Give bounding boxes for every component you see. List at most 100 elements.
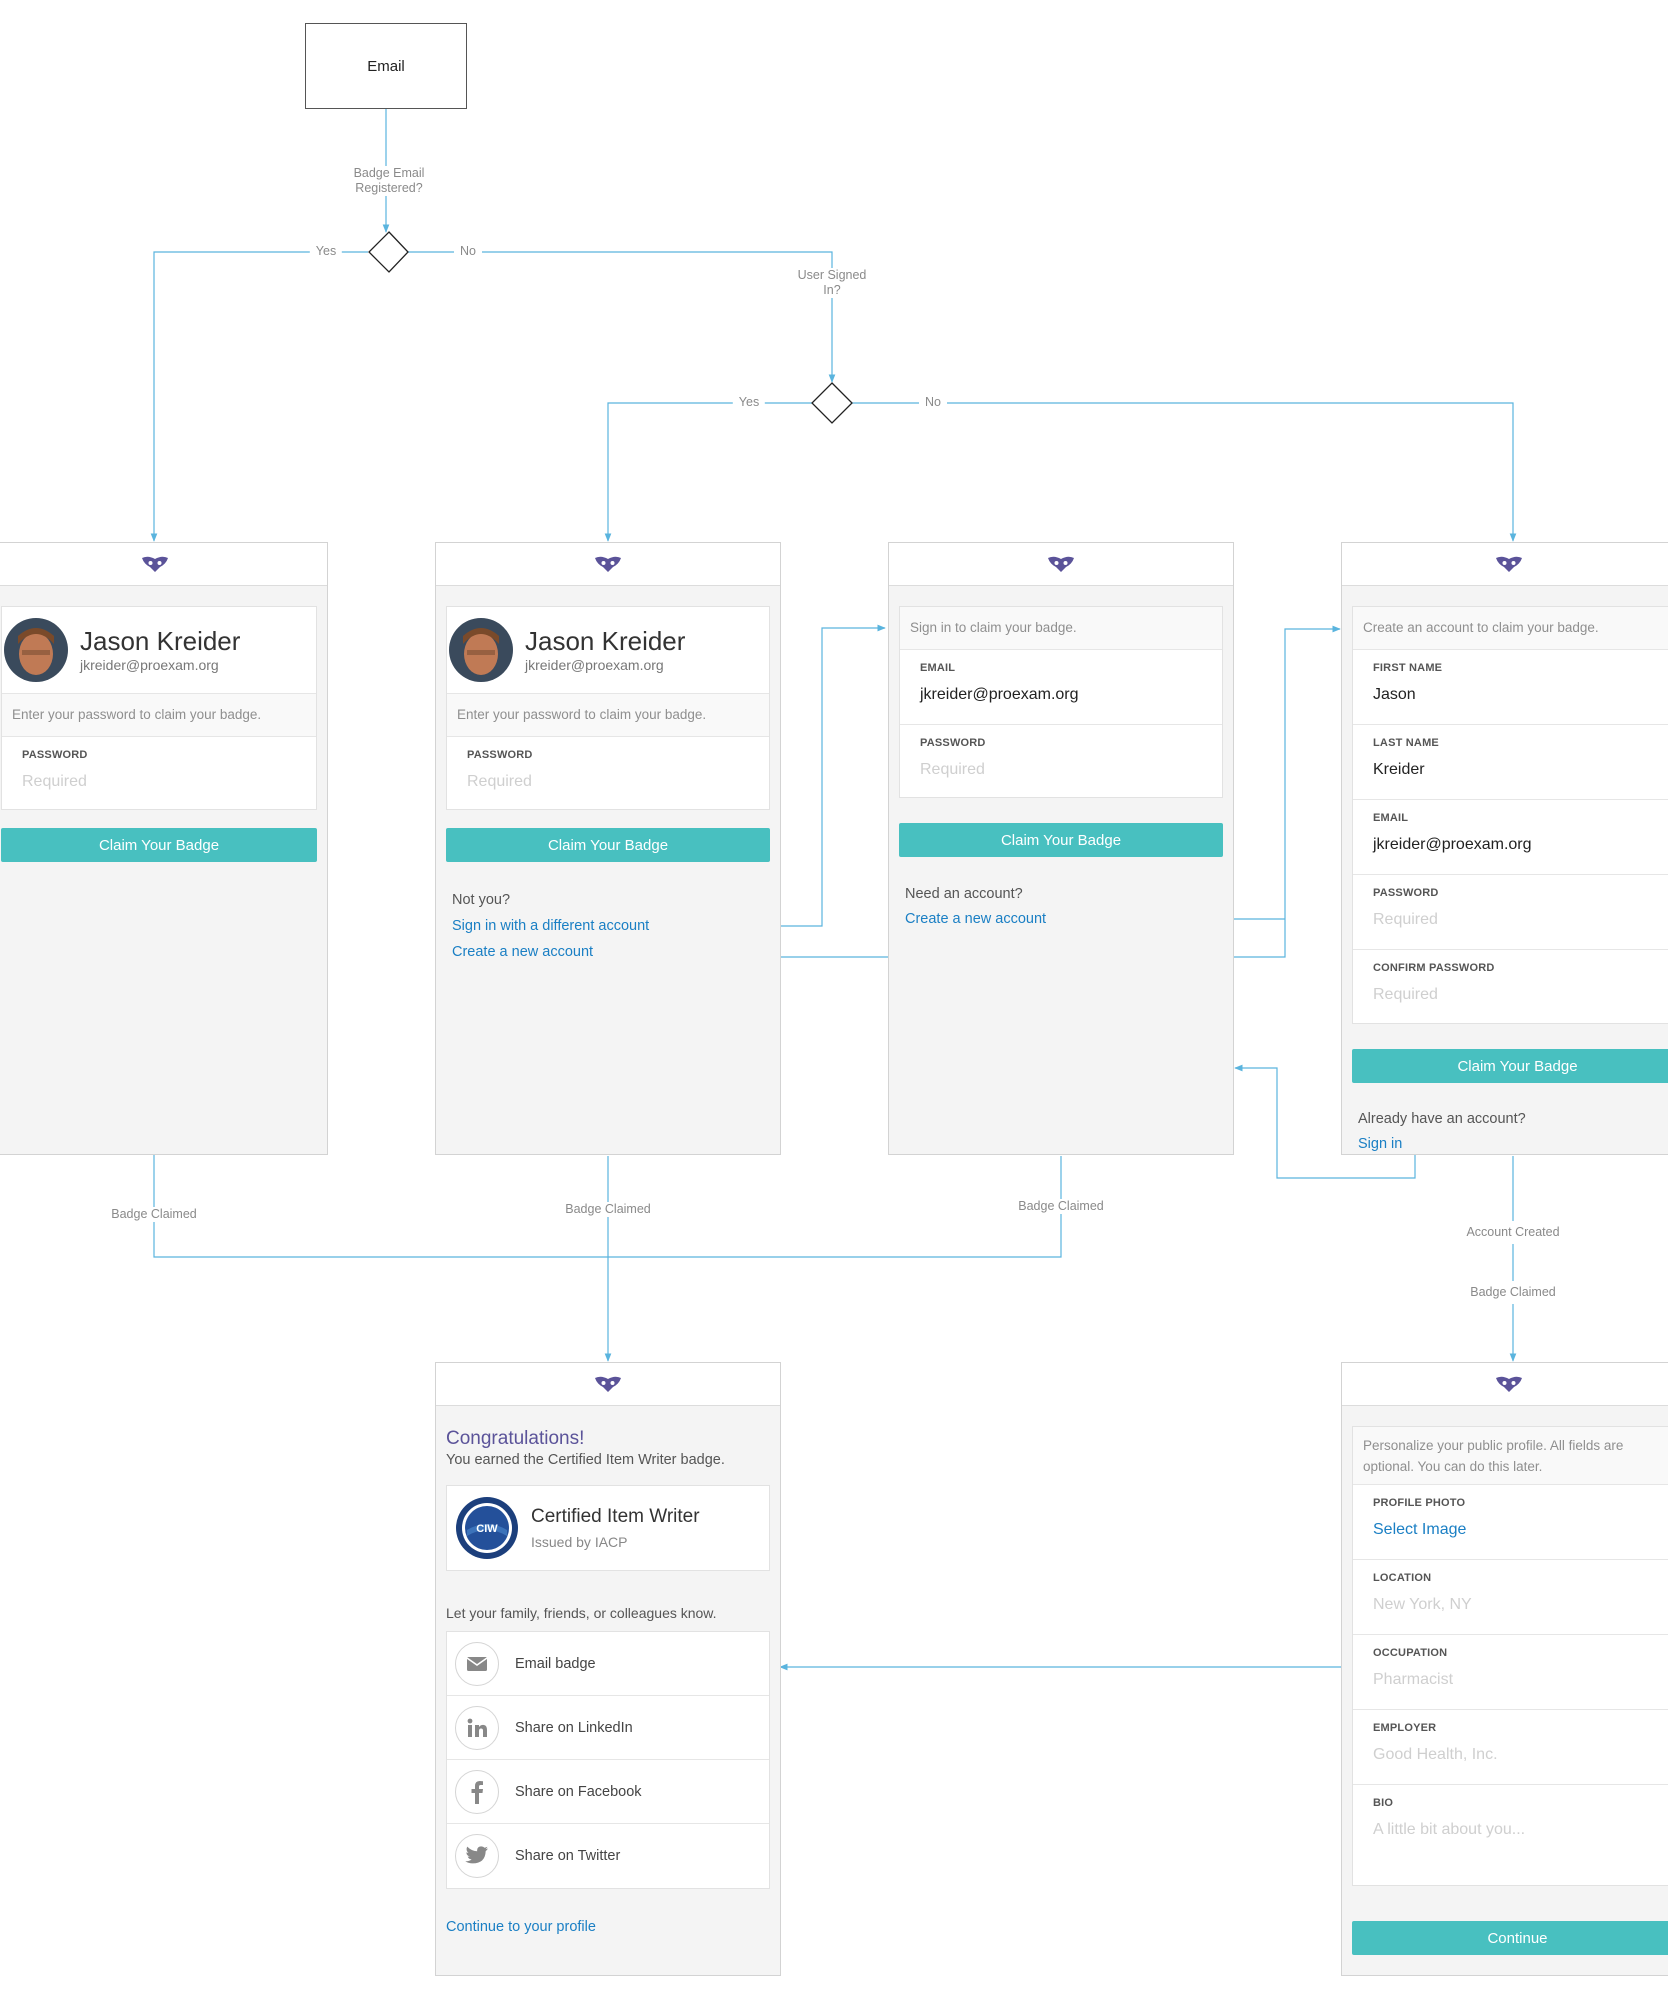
first-name-field[interactable]: FIRST NAME Jason: [1353, 650, 1668, 725]
password-field[interactable]: PASSWORD Required: [447, 737, 769, 809]
last-name-field[interactable]: LAST NAME Kreider: [1353, 725, 1668, 800]
email-field[interactable]: EMAIL jkreider@proexam.org: [1353, 800, 1668, 875]
share-facebook-button[interactable]: Share on Facebook: [447, 1760, 769, 1824]
decision-registered-yes: Yes: [309, 244, 343, 259]
create-account-card: Create an account to claim your badge. F…: [1352, 606, 1668, 1024]
screen-signed-in: Jason Kreider jkreider@proexam.org Enter…: [435, 542, 781, 1155]
confirm-password-input[interactable]: Required: [1373, 986, 1438, 1003]
badge-seal-icon: CIW: [455, 1496, 519, 1560]
email-field[interactable]: EMAIL jkreider@proexam.org: [900, 650, 1222, 725]
edge-label-badge-claimed: Badge Claimed: [1466, 1281, 1560, 1304]
avatar: [449, 618, 513, 682]
claim-badge-button[interactable]: Claim Your Badge: [446, 828, 770, 862]
password-card: Jason Kreider jkreider@proexam.org Enter…: [446, 606, 770, 810]
field-label: LAST NAME: [1373, 737, 1439, 749]
field-label: PROFILE PHOTO: [1373, 1497, 1466, 1509]
claim-badge-button[interactable]: Claim Your Badge: [1352, 1049, 1668, 1083]
email-input[interactable]: jkreider@proexam.org: [1373, 836, 1532, 853]
linkedin-icon: [455, 1705, 499, 1750]
screen-header: [0, 543, 327, 586]
email-input[interactable]: jkreider@proexam.org: [920, 686, 1079, 703]
screen-header: [436, 543, 780, 586]
edge-registered-yes: [150, 251, 368, 542]
share-twitter-button[interactable]: Share on Twitter: [447, 1824, 769, 1888]
field-label: OCCUPATION: [1373, 1647, 1448, 1659]
badge-issuer: Issued by IACP: [531, 1534, 628, 1550]
user-profile: Jason Kreider jkreider@proexam.org: [2, 607, 316, 694]
screen-personalize-profile: Personalize your public profile. All fie…: [1341, 1362, 1668, 1976]
owl-logo-icon: [141, 555, 169, 573]
edge-signed-in-yes: [604, 402, 812, 542]
owl-logo-icon: [1495, 555, 1523, 573]
decision-diamond-signed-in: [811, 382, 853, 424]
edge-label-account-created: Account Created: [1462, 1221, 1564, 1244]
earned-badge-card: CIW Certified Item Writer Issued by IACP: [446, 1485, 770, 1571]
profile-card: Personalize your public profile. All fie…: [1352, 1426, 1668, 1886]
password-field[interactable]: PASSWORD Required: [1353, 875, 1668, 950]
location-field[interactable]: LOCATION New York, NY: [1353, 1560, 1668, 1635]
card-hint: Create an account to claim your badge.: [1353, 607, 1668, 650]
continue-button[interactable]: Continue: [1352, 1921, 1668, 1955]
owl-logo-icon: [1495, 1375, 1523, 1393]
field-label: LOCATION: [1373, 1572, 1432, 1584]
password-card: Jason Kreider jkreider@proexam.org Enter…: [1, 606, 317, 810]
start-node-email: Email: [305, 23, 467, 109]
owl-logo-icon: [594, 1375, 622, 1393]
decision-signed-in-no: No: [919, 395, 947, 410]
employer-input[interactable]: Good Health, Inc.: [1373, 1746, 1498, 1763]
continue-to-profile-link[interactable]: Continue to your profile: [446, 1919, 596, 1935]
select-image-link[interactable]: Select Image: [1373, 1521, 1467, 1538]
field-label: BIO: [1373, 1797, 1394, 1809]
edge-label-badge-claimed: Badge Claimed: [107, 1207, 201, 1222]
field-label: PASSWORD: [467, 749, 533, 761]
field-label: PASSWORD: [22, 749, 88, 761]
employer-field[interactable]: EMPLOYER Good Health, Inc.: [1353, 1710, 1668, 1785]
sign-in-different-account-link[interactable]: Sign in with a different account: [452, 918, 650, 934]
confirm-password-field[interactable]: CONFIRM PASSWORD Required: [1353, 950, 1668, 1023]
screen-sign-in: Sign in to claim your badge. EMAIL jkrei…: [888, 542, 1234, 1155]
last-name-input[interactable]: Kreider: [1373, 761, 1425, 778]
occupation-input[interactable]: Pharmacist: [1373, 1671, 1454, 1688]
owl-logo-icon: [594, 555, 622, 573]
share-linkedin-button[interactable]: Share on LinkedIn: [447, 1696, 769, 1760]
password-input[interactable]: Required: [22, 773, 87, 790]
congrats-subtitle: You earned the Certified Item Writer bad…: [446, 1452, 725, 1468]
avatar: [4, 618, 68, 682]
password-input[interactable]: Required: [1373, 911, 1438, 928]
claim-badge-button[interactable]: Claim Your Badge: [1, 828, 317, 862]
sign-in-link[interactable]: Sign in: [1358, 1136, 1403, 1152]
user-email: jkreider@proexam.org: [525, 657, 664, 673]
badge-name: Certified Item Writer: [531, 1506, 700, 1527]
share-label: Email badge: [515, 1655, 596, 1672]
sign-in-card: Sign in to claim your badge. EMAIL jkrei…: [899, 606, 1223, 798]
password-field[interactable]: PASSWORD Required: [900, 725, 1222, 797]
edge-signed-in-no: [852, 402, 1517, 542]
bio-textarea[interactable]: A little bit about you...: [1373, 1821, 1526, 1838]
create-account-link[interactable]: Create a new account: [452, 944, 594, 960]
card-hint: Enter your password to claim your badge.: [447, 694, 769, 737]
owl-logo-icon: [1047, 555, 1075, 573]
edge-signin-from-4: [1234, 1064, 1416, 1179]
first-name-input[interactable]: Jason: [1373, 686, 1416, 703]
claim-badge-button[interactable]: Claim Your Badge: [899, 823, 1223, 857]
password-field[interactable]: PASSWORD Required: [2, 737, 316, 809]
bio-field[interactable]: BIO A little bit about you...: [1353, 1785, 1668, 1885]
share-email-button[interactable]: Email badge: [447, 1632, 769, 1696]
card-hint: Enter your password to claim your badge.: [2, 694, 316, 737]
profile-photo-field[interactable]: PROFILE PHOTO Select Image: [1353, 1485, 1668, 1560]
decision-signed-in-yes: Yes: [732, 395, 766, 410]
password-input[interactable]: Required: [467, 773, 532, 790]
occupation-field[interactable]: OCCUPATION Pharmacist: [1353, 1635, 1668, 1710]
screen-congratulations: Congratulations! You earned the Certifie…: [435, 1362, 781, 1976]
facebook-icon: [455, 1769, 499, 1814]
create-account-link[interactable]: Create a new account: [905, 911, 1047, 927]
decision-registered-no: No: [454, 244, 482, 259]
decision-question-signed-in: User Signed In?: [795, 268, 869, 298]
share-label: Share on LinkedIn: [515, 1719, 633, 1736]
location-input[interactable]: New York, NY: [1373, 1596, 1472, 1613]
field-label: EMPLOYER: [1373, 1722, 1437, 1734]
field-label: CONFIRM PASSWORD: [1373, 962, 1495, 974]
decision-question-registered: Badge Email Registered?: [344, 166, 434, 196]
edge-registered-no: [406, 251, 836, 383]
password-input[interactable]: Required: [920, 761, 985, 778]
